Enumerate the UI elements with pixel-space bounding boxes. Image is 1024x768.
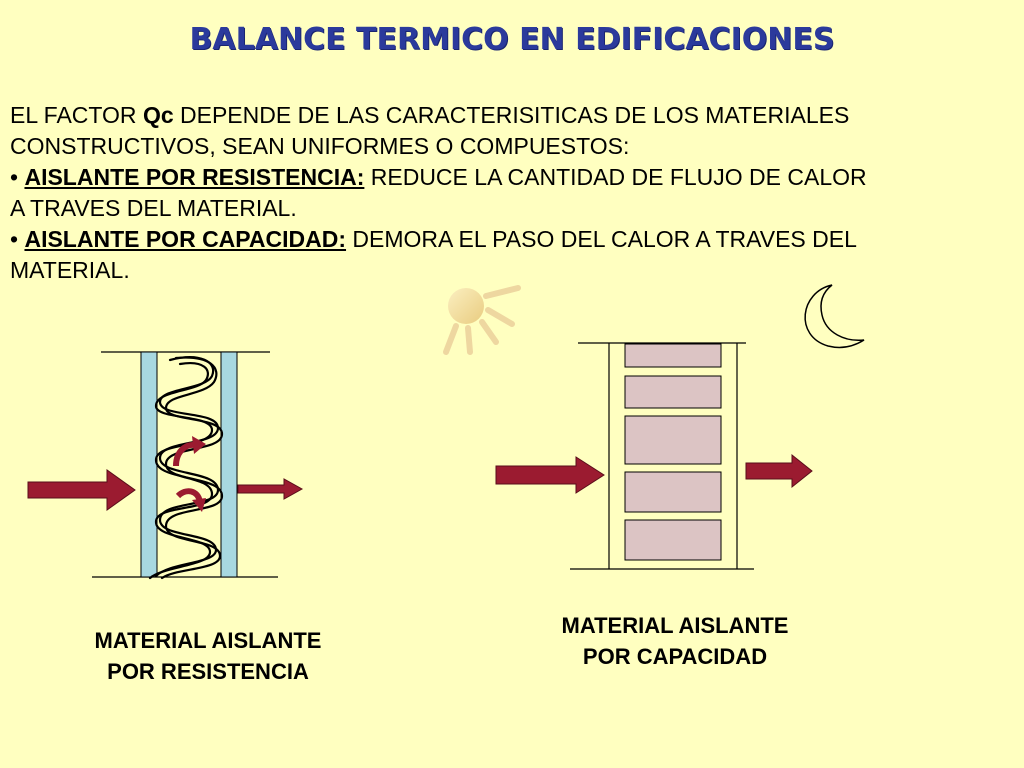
capacity-caption-line-1: MATERIAL AISLANTE xyxy=(561,613,789,638)
factor-qc: Qc xyxy=(142,102,174,128)
capacity-caption: MATERIAL AISLANTE POR CAPACIDAD xyxy=(525,610,825,672)
item-capacity-line-2: MATERIAL. xyxy=(10,257,130,283)
glass-pane-left xyxy=(140,351,158,578)
resistance-caption-line-2: POR RESISTENCIA xyxy=(107,659,309,684)
brick-block xyxy=(624,519,722,561)
capacity-desc: DEMORA EL PASO DEL CALOR A TRAVES DEL xyxy=(346,226,857,252)
brick-block xyxy=(624,471,722,513)
resistance-term: AISLANTE POR RESISTENCIA: xyxy=(24,164,365,190)
internal-flow-arrow xyxy=(173,436,206,512)
page-title: BALANCE TERMICO EN EDIFICACIONES xyxy=(189,22,835,57)
brick-block xyxy=(624,415,722,465)
resistance-wall xyxy=(92,351,278,580)
heat-arrow-in-resistance xyxy=(27,469,136,511)
insulation-fiber xyxy=(148,356,224,580)
intro-rest: DEPENDE DE LAS CARACTERISITICAS DE LOS M… xyxy=(173,102,850,128)
bullet: • xyxy=(10,226,19,252)
bullet: • xyxy=(10,164,19,190)
resistance-caption-line-1: MATERIAL AISLANTE xyxy=(94,628,322,653)
heat-arrow-out-capacity xyxy=(745,453,813,489)
intro-line-1: EL FACTOR Qc DEPENDE DE LAS CARACTERISIT… xyxy=(10,100,1010,131)
capacity-wall xyxy=(570,342,754,570)
description-text: EL FACTOR Qc DEPENDE DE LAS CARACTERISIT… xyxy=(10,100,1010,286)
item-capacity-line-1: • AISLANTE POR CAPACIDAD: DEMORA EL PASO… xyxy=(10,224,1010,255)
heat-arrow-out-resistance xyxy=(237,478,304,500)
glass-pane-right xyxy=(220,351,238,578)
brick-block xyxy=(624,375,722,409)
capacity-caption-line-2: POR CAPACIDAD xyxy=(582,644,768,669)
intro-line-2: CONSTRUCTIVOS, SEAN UNIFORMES O COMPUEST… xyxy=(10,133,630,159)
intro-prefix: EL FACTOR xyxy=(10,102,143,128)
moon-icon xyxy=(804,284,865,349)
capacity-term: AISLANTE POR CAPACIDAD: xyxy=(24,226,347,252)
item-resistance-line-1: • AISLANTE POR RESISTENCIA: REDUCE LA CA… xyxy=(10,162,1010,193)
resistance-caption: MATERIAL AISLANTE POR RESISTENCIA xyxy=(58,625,358,687)
item-resistance-line-2: A TRAVES DEL MATERIAL. xyxy=(10,195,297,221)
brick-block xyxy=(624,343,722,368)
heat-arrow-in-capacity xyxy=(495,456,605,494)
resistance-desc: REDUCE LA CANTIDAD DE FLUJO DE CALOR xyxy=(364,164,867,190)
sun-icon xyxy=(443,285,521,355)
